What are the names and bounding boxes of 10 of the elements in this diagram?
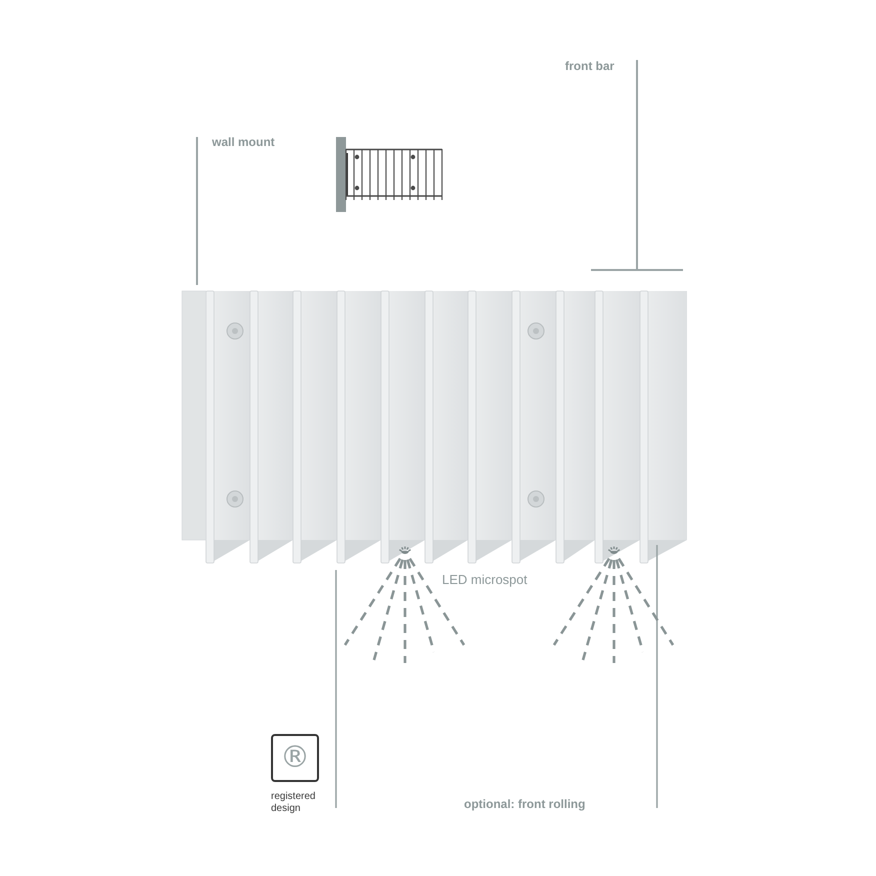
feature-label: LED microspot	[442, 572, 528, 588]
feature-label: optional: front rolling	[464, 797, 586, 812]
front-bar	[594, 290, 687, 564]
leader-line	[590, 60, 684, 271]
callout-label: wall mount	[212, 135, 275, 149]
wall-mount-plate	[182, 290, 206, 540]
callout-label: front bar	[565, 59, 614, 73]
caption-text: registered design	[271, 791, 316, 815]
leader-line	[196, 137, 198, 285]
registered-design-mark: ®	[271, 734, 319, 782]
